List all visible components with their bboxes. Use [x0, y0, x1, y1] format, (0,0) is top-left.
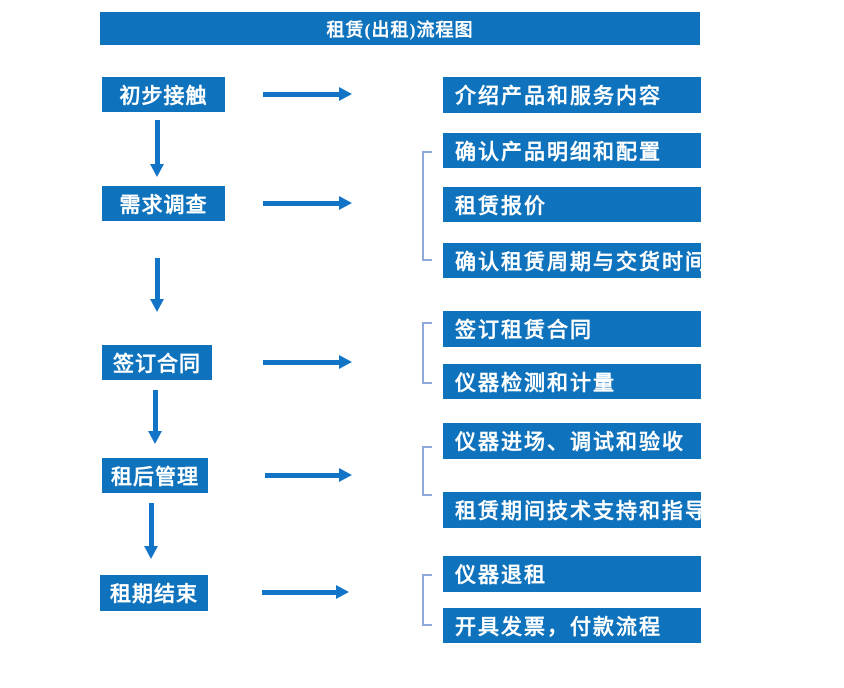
step-box-initial-contact: 初步接触: [102, 77, 225, 112]
arrow-right-icon: [263, 196, 352, 210]
arrow-right-icon: [263, 87, 352, 101]
arrow-down-icon: [150, 120, 164, 177]
detail-box-technical-support: 租赁期间技术支持和指导: [443, 492, 706, 528]
group-bracket: [422, 151, 432, 261]
arrow-down-icon: [144, 503, 158, 559]
step-box-demand-survey: 需求调查: [102, 186, 225, 221]
detail-box-instrument-return: 仪器退租: [443, 556, 701, 592]
arrow-right-icon: [262, 585, 349, 599]
group-bracket: [422, 322, 432, 384]
detail-box-sign-rental-contract: 签订租赁合同: [443, 311, 701, 347]
arrow-down-icon: [148, 390, 162, 444]
detail-box-instrument-setup-acceptance: 仪器进场、调试和验收: [443, 423, 701, 459]
detail-box-introduce-products: 介绍产品和服务内容: [443, 77, 701, 113]
detail-box-invoice-payment: 开具发票，付款流程: [443, 608, 701, 643]
arrow-right-icon: [265, 468, 352, 482]
step-box-sign-contract: 签订合同: [102, 345, 212, 380]
page-title: 租赁(出租)流程图: [100, 12, 700, 45]
detail-box-rental-quote: 租赁报价: [443, 187, 701, 222]
arrow-down-icon: [150, 258, 164, 312]
arrow-right-icon: [263, 355, 352, 369]
detail-box-confirm-rental-period: 确认租赁周期与交货时间: [443, 243, 706, 278]
detail-box-confirm-product-details: 确认产品明细和配置: [443, 133, 701, 168]
group-bracket: [422, 574, 432, 626]
step-box-post-rental-management: 租后管理: [102, 458, 208, 493]
step-box-rental-end: 租期结束: [100, 575, 208, 611]
group-bracket: [422, 446, 432, 496]
detail-box-instrument-inspection: 仪器检测和计量: [443, 364, 701, 399]
